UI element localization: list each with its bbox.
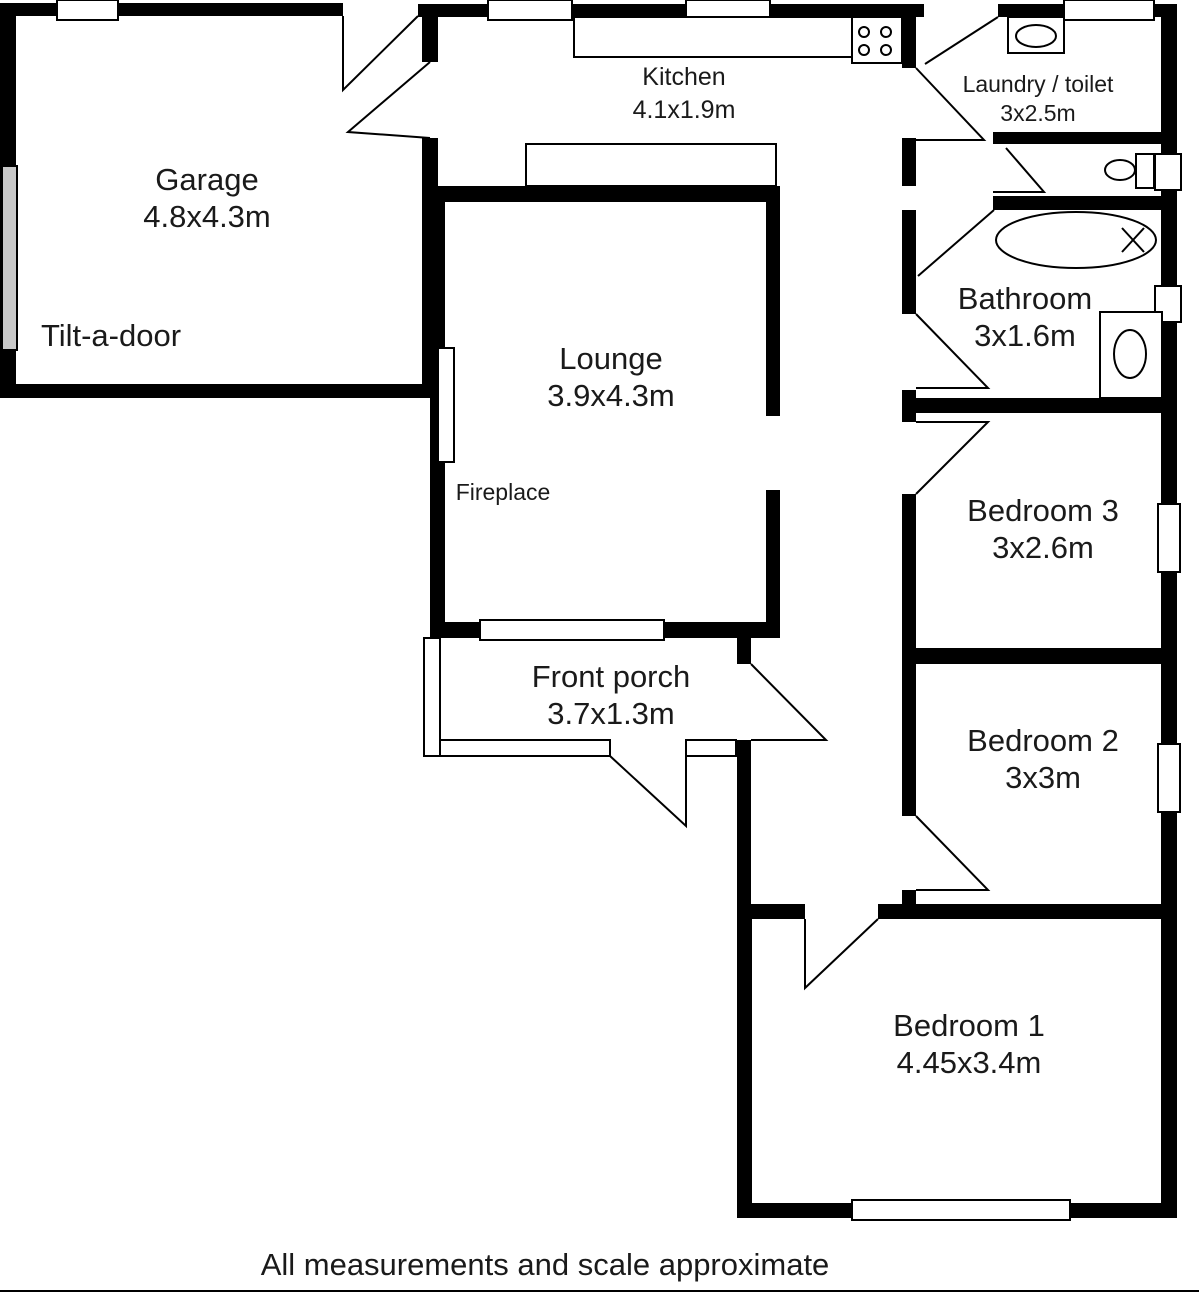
bedroom3-name: Bedroom 3 xyxy=(967,493,1119,528)
garage-name: Garage xyxy=(155,162,258,197)
porch-rail-bottom-left xyxy=(439,739,611,757)
porch-rail-bottom-right xyxy=(685,739,737,757)
bed3-bed2-wall xyxy=(902,648,1176,664)
toilet-door-swing xyxy=(993,147,1047,193)
bed3-door-swing xyxy=(915,421,991,495)
toilet-cistern xyxy=(1135,153,1155,189)
lounge-wall-right-lower xyxy=(766,490,780,636)
room-labels: Garage 4.8x4.3m Tilt-a-door Kitchen 4.1x… xyxy=(41,63,1119,1080)
bathroom-size: 3x1.6m xyxy=(974,318,1076,353)
garage-size: 4.8x4.3m xyxy=(143,199,271,234)
bedroom1-name: Bedroom 1 xyxy=(893,1008,1045,1043)
laundry-size: 3x2.5m xyxy=(1000,100,1075,126)
toilet-bowl-icon xyxy=(1104,159,1136,181)
bathroom-door-swing-2 xyxy=(917,209,995,277)
bed3-wall-left xyxy=(902,494,916,662)
bedroom2-name: Bedroom 2 xyxy=(967,723,1119,758)
vanity-basin-icon xyxy=(1113,329,1147,379)
kitchen-bench xyxy=(573,16,853,58)
lounge-wall-right-upper xyxy=(766,186,780,416)
bath-bed3-wall xyxy=(902,398,1176,413)
lounge-size: 3.9x4.3m xyxy=(547,378,675,413)
stove-burner-icon xyxy=(858,44,870,56)
tilt-door-label: Tilt-a-door xyxy=(41,318,181,353)
laundry-wall-bottom xyxy=(993,132,1177,144)
laundry-wall-right xyxy=(1161,4,1177,136)
garage-wall-bottom xyxy=(0,384,432,398)
porch-name: Front porch xyxy=(532,659,691,694)
bathroom-name: Bathroom xyxy=(958,281,1092,316)
stove-burner-icon xyxy=(880,44,892,56)
bath-drain-icon xyxy=(1121,227,1145,253)
lounge-window xyxy=(479,619,665,641)
fireplace-hearth xyxy=(437,347,455,463)
bed1-wall-top-right xyxy=(878,904,1176,919)
toilet-wall-bottom xyxy=(993,196,1169,210)
bed1-door-swing xyxy=(804,918,879,991)
front-door-swing xyxy=(609,740,687,829)
kitchen-wall-left-upper xyxy=(422,4,438,62)
scale-disclaimer: All measurements and scale approximate xyxy=(261,1247,830,1282)
bed1-wall-top-left xyxy=(737,904,805,919)
garage-kitchen-door-swing xyxy=(345,61,431,139)
garage-window xyxy=(56,0,119,21)
porch-door-swing xyxy=(750,663,829,741)
kitchen-island xyxy=(525,143,777,187)
bed3-window xyxy=(1157,503,1181,573)
bed2-window xyxy=(1157,743,1181,813)
porch-rail-left xyxy=(423,637,441,757)
kitchen-window-left xyxy=(487,0,573,21)
bedroom2-size: 3x3m xyxy=(1005,760,1081,795)
lounge-wall-top xyxy=(430,186,780,202)
laundry-name: Laundry / toilet xyxy=(963,71,1114,97)
garage-entry-door-swing xyxy=(342,15,419,93)
bed2-wall-left xyxy=(902,648,916,816)
laundry-exterior-door-swing xyxy=(924,16,999,65)
porch-size: 3.7x1.3m xyxy=(547,696,675,731)
bathtub-icon xyxy=(995,211,1157,269)
door-swings xyxy=(342,15,1047,991)
kitchen-name: Kitchen xyxy=(642,63,725,91)
kitchen-size: 4.1x1.9m xyxy=(633,96,736,124)
windows xyxy=(56,0,1182,1221)
bed1-wall-left xyxy=(737,904,752,1218)
lounge-name: Lounge xyxy=(559,341,662,376)
fixtures xyxy=(525,16,1163,399)
bedroom3-size: 3x2.6m xyxy=(992,530,1094,565)
bath-wall-left-mid xyxy=(902,210,916,314)
laundry-window xyxy=(1063,0,1155,21)
stove-burner-icon xyxy=(880,26,892,38)
bedroom1-size: 4.45x3.4m xyxy=(897,1045,1042,1080)
bath-wall-left-upper xyxy=(902,138,916,186)
laundry-door-swing xyxy=(915,67,987,141)
fireplace-label: Fireplace xyxy=(456,479,551,505)
corridor-wall-left xyxy=(737,740,751,918)
bed2-door-swing xyxy=(915,815,991,891)
bathroom-door-swing xyxy=(915,313,991,389)
bathroom-window xyxy=(1154,285,1182,323)
garage-wall-top xyxy=(0,3,343,16)
stove-top xyxy=(851,16,903,64)
laundry-sink-icon xyxy=(1015,24,1057,48)
stove-burner-icon xyxy=(858,26,870,38)
kitchen-wall-right xyxy=(902,4,916,68)
bottom-border xyxy=(0,1290,1199,1292)
tilt-door-panel xyxy=(1,165,18,351)
porch-wall-right-stub xyxy=(737,622,751,664)
toilet-window xyxy=(1154,153,1182,191)
bed1-window xyxy=(851,1199,1071,1221)
bed1-wall-right xyxy=(1161,904,1177,1218)
